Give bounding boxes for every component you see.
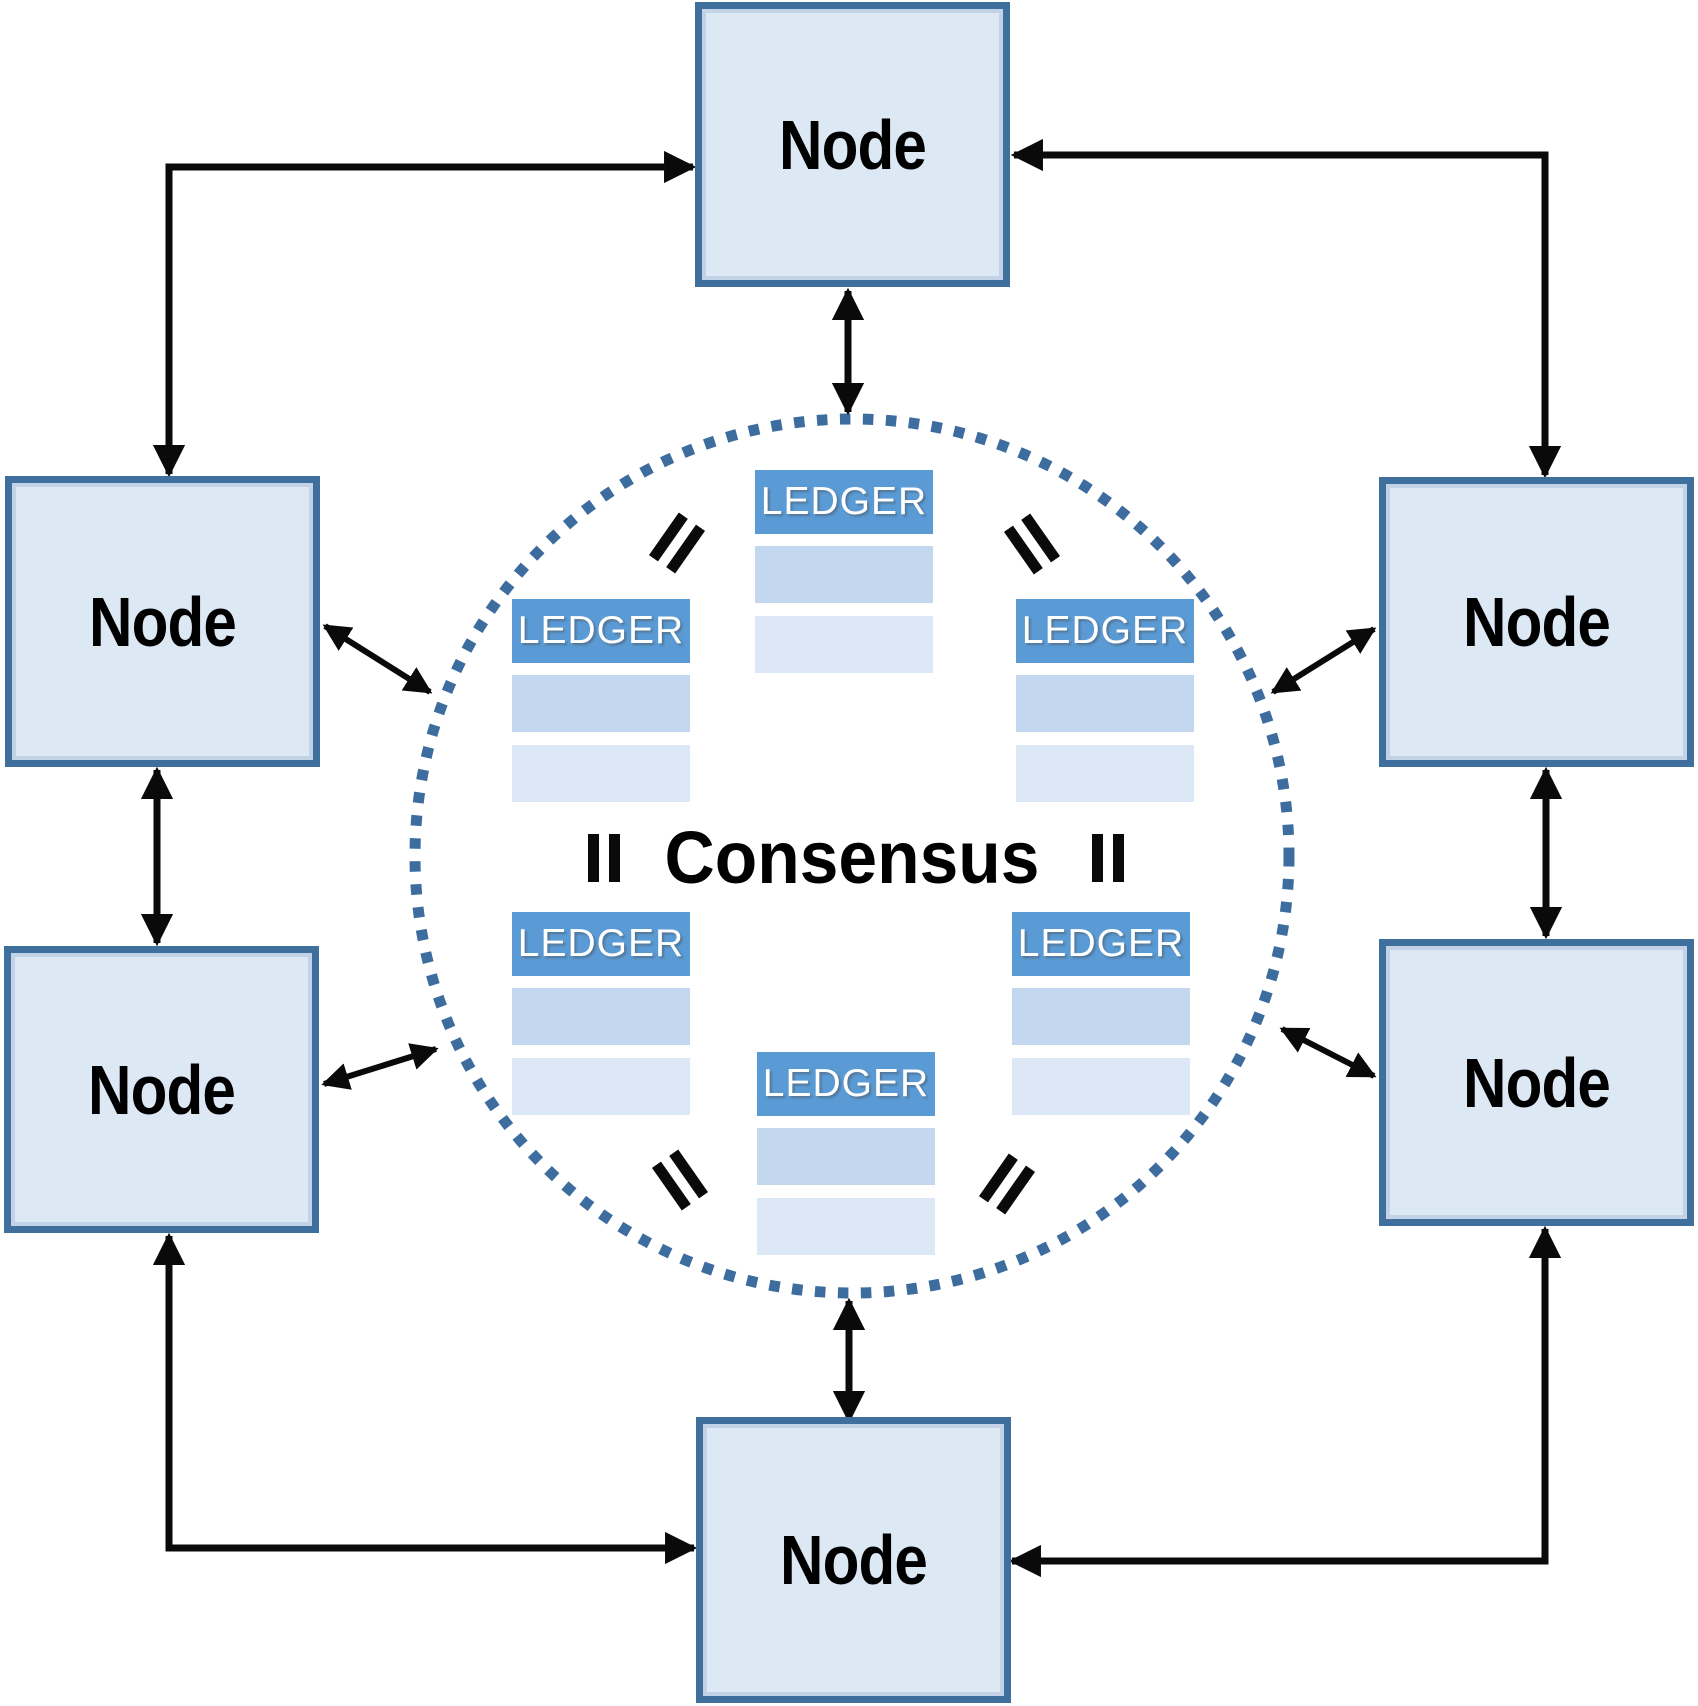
- equals-icons: [588, 512, 1124, 1215]
- ledger-title: LEDGER: [512, 912, 690, 976]
- node-label: Node: [1462, 1043, 1611, 1122]
- arrow-rightupper-to-top: [1010, 138, 1562, 479]
- ledger-row: [1016, 675, 1194, 732]
- arrow-leftupper-circle: [322, 623, 433, 695]
- arrow-leftlower-to-bottom: [152, 1232, 698, 1565]
- straight-connectors: [140, 287, 1563, 1424]
- ledger-title: LEDGER: [755, 470, 933, 534]
- arrow-rightlower-to-bottom: [1008, 1225, 1562, 1578]
- ledger-row: [755, 616, 933, 673]
- equals-icon: [1092, 834, 1124, 882]
- ledger-row: [757, 1198, 935, 1255]
- equals-icon: [588, 834, 620, 882]
- ledger-title: LEDGER: [1012, 912, 1190, 976]
- ledger-middle-left: LEDGER: [512, 599, 690, 802]
- node-label: Node: [88, 582, 237, 661]
- arrow-rightlower-circle: [1279, 1026, 1377, 1079]
- node-label: Node: [779, 1521, 928, 1599]
- arrow-rightupper-circle: [1270, 626, 1377, 695]
- consensus-title: Consensus: [664, 816, 1040, 899]
- ledger-lower-left: LEDGER: [512, 912, 690, 1115]
- node-label: Node: [87, 1050, 236, 1129]
- arrow-leftlower-circle: [321, 1043, 439, 1090]
- ledger-row: [757, 1128, 935, 1185]
- ledger-lower-right: LEDGER: [1012, 912, 1190, 1115]
- ledger-row: [512, 1058, 690, 1115]
- equals-icon: [648, 512, 706, 574]
- node-left-upper: Node: [5, 476, 320, 767]
- ledger-row: [512, 988, 690, 1045]
- equals-icon: [651, 1149, 709, 1211]
- arrow-leftupper-to-top: [152, 150, 697, 478]
- node-label: Node: [1462, 583, 1611, 661]
- ledger-top-center: LEDGER: [755, 470, 933, 673]
- equals-icon: [1003, 513, 1061, 575]
- ledger-title: LEDGER: [512, 599, 690, 663]
- diagonal-connectors: [321, 623, 1377, 1090]
- node-bottom: Node: [696, 1417, 1011, 1703]
- node-label: Node: [778, 105, 927, 184]
- node-right-lower: Node: [1379, 939, 1694, 1226]
- ledger-title: LEDGER: [1016, 599, 1194, 663]
- ledger-row: [1012, 988, 1190, 1045]
- ledger-row: [755, 546, 933, 603]
- ledger-row: [1016, 745, 1194, 802]
- node-left-lower: Node: [4, 946, 319, 1233]
- consensus-circle-boundary: [409, 413, 1295, 1299]
- node-top: Node: [695, 2, 1010, 287]
- ledger-row: [512, 745, 690, 802]
- ledger-title: LEDGER: [757, 1052, 935, 1116]
- ledger-middle-right: LEDGER: [1016, 599, 1194, 802]
- node-right-upper: Node: [1379, 477, 1694, 767]
- ledger-row: [1012, 1058, 1190, 1115]
- ledger-row: [512, 675, 690, 732]
- equals-icon: [978, 1153, 1036, 1215]
- corner-connectors: [152, 138, 1562, 1578]
- ledger-bottom-center: LEDGER: [757, 1052, 935, 1255]
